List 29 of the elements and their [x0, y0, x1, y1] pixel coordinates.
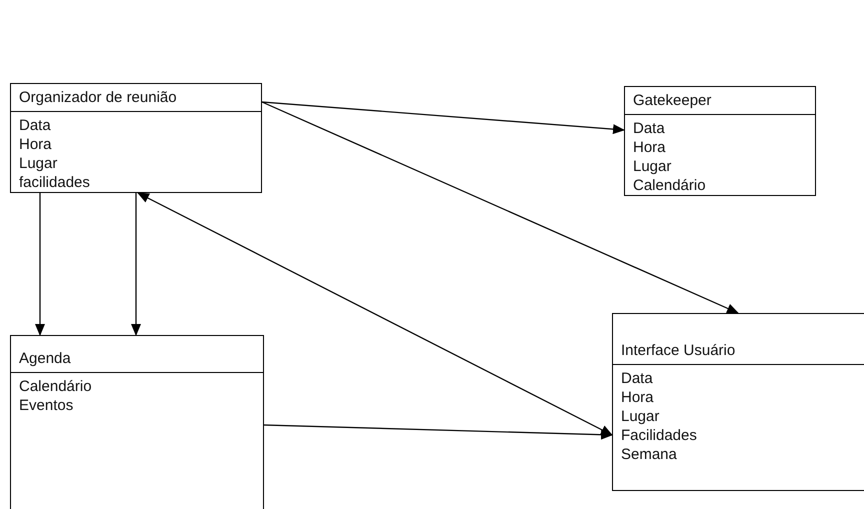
arrow [131, 193, 141, 336]
class-name: Organizador de reunião [19, 89, 177, 107]
attribute-text: facilidades [19, 173, 90, 192]
attribute-text: Calendário [633, 176, 706, 195]
attribute-text: Data [19, 116, 51, 135]
attribute-text: Data [621, 369, 653, 388]
attribute-text: Facilidades [621, 426, 697, 445]
attribute-text: Hora [19, 135, 52, 154]
class-box [10, 83, 262, 193]
attribute-text: Lugar [621, 407, 660, 426]
arrow [262, 101, 739, 314]
class-box [624, 86, 816, 196]
attribute-text: Hora [621, 388, 654, 407]
attribute-text: Eventos [19, 396, 74, 415]
attribute-text: Semana [621, 445, 677, 464]
arrow [264, 424, 613, 440]
class-box [10, 335, 264, 509]
arrow [35, 193, 45, 336]
attribute-text: Data [633, 119, 665, 138]
attribute-text: Lugar [633, 157, 672, 176]
class-name: Gatekeeper [633, 92, 712, 110]
arrow [137, 192, 613, 436]
attribute-text: Hora [633, 138, 666, 157]
class-name: Interface Usuário [621, 342, 736, 360]
attribute-text: Calendário [19, 377, 92, 396]
class-name: Agenda [19, 350, 71, 368]
arrow [262, 101, 625, 134]
class-box [612, 313, 864, 491]
attribute-text: Lugar [19, 154, 58, 173]
